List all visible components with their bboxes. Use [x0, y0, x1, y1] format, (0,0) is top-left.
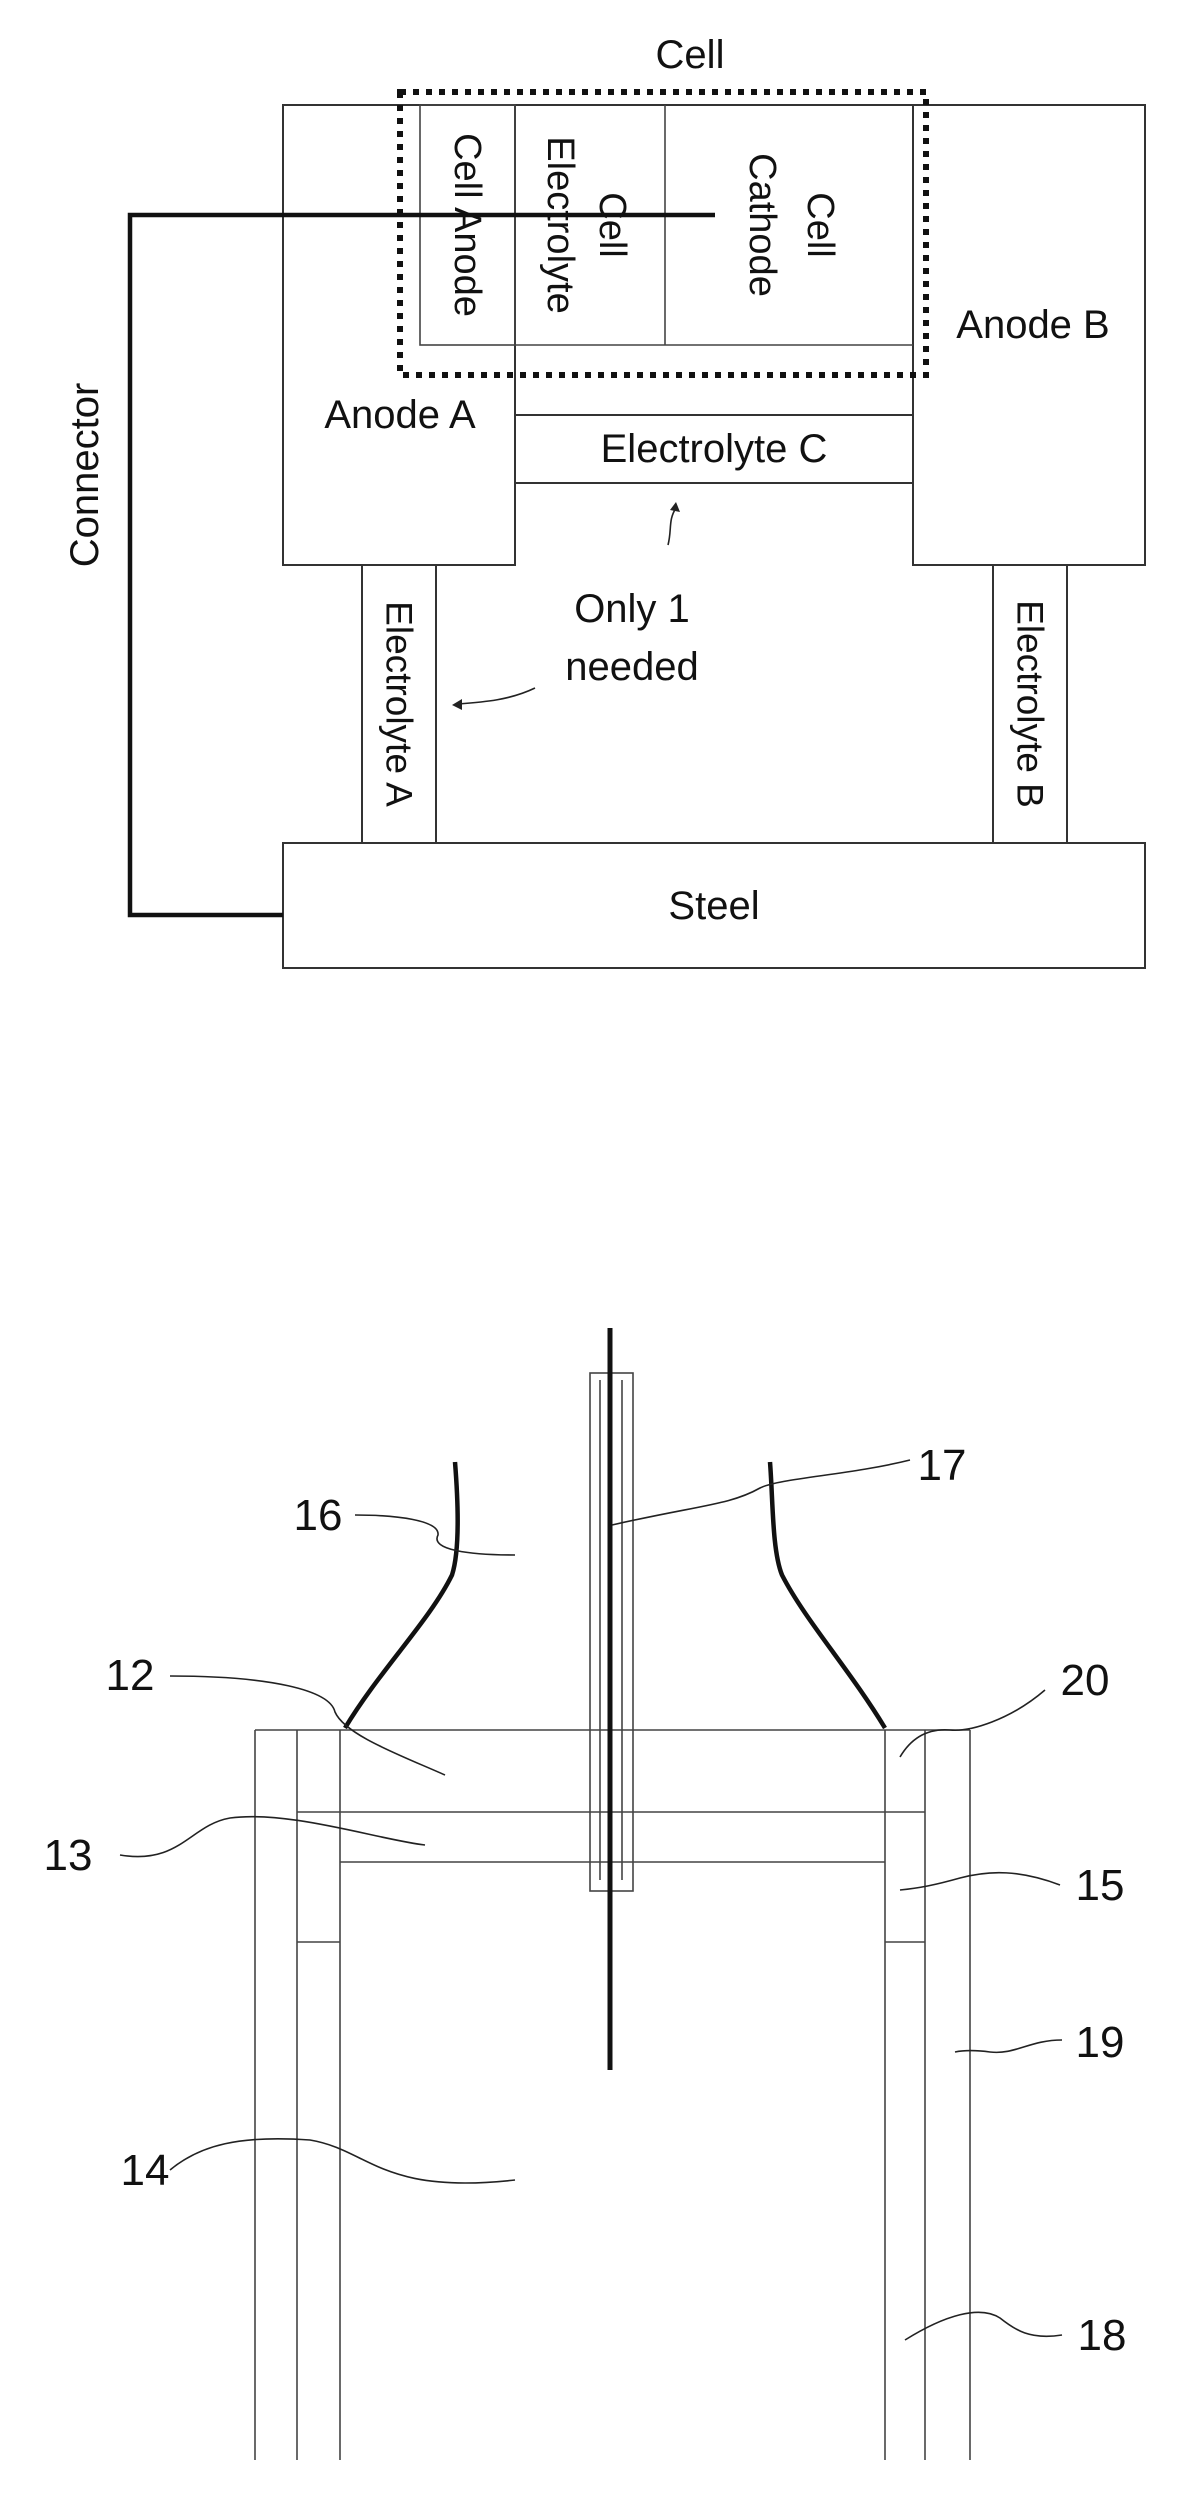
steel-label: Steel — [668, 884, 759, 928]
ref-13: 13 — [44, 1831, 93, 1880]
arrow-to-electrolyte-a — [457, 687, 536, 705]
ref-19: 19 — [1076, 2018, 1125, 2067]
left-flare — [343, 1461, 460, 1730]
cell-cathode-label-2: Cathode — [741, 153, 783, 297]
connector-label: Connector — [63, 383, 107, 568]
leader-13 — [119, 1815, 426, 1858]
cell-anode-label: Cell Anode — [446, 133, 488, 317]
right-flare — [767, 1461, 887, 1730]
ref-20: 20 — [1061, 1656, 1110, 1705]
cell-electrolyte-label-1: Cell — [591, 192, 633, 257]
leader-12 — [169, 1675, 446, 1776]
needed-label: needed — [565, 645, 698, 689]
leader-18 — [904, 2311, 1063, 2341]
anode-b-label: Anode B — [956, 303, 1109, 347]
cell-cathode-label-1: Cell — [799, 192, 841, 257]
ref-15: 15 — [1076, 1861, 1125, 1910]
arrowhead-a — [452, 699, 462, 710]
leader-15 — [899, 1871, 1061, 1891]
leader-14 — [169, 2137, 516, 2184]
cell-anode-box — [419, 104, 516, 346]
electrolyte-b-label: Electrolyte B — [1010, 600, 1051, 808]
ref-12: 12 — [106, 1651, 155, 1700]
cell-electrolyte-label-2: Electrolyte — [539, 136, 581, 313]
ref-17: 17 — [918, 1441, 967, 1490]
electrolyte-c-label: Electrolyte C — [601, 427, 828, 471]
bottom-figure: 16 17 12 20 13 15 19 14 18 — [44, 1328, 1127, 2460]
connector-wire — [127, 212, 715, 918]
arrow-to-electrolyte-c — [667, 507, 677, 546]
ref-14: 14 — [121, 2146, 170, 2195]
steel-block — [282, 842, 1146, 969]
cell-dotted-boundary — [397, 89, 929, 378]
leader-17 — [611, 1459, 911, 1526]
cell-label: Cell — [656, 33, 725, 77]
top-figure: Cell Cell Anode Cell Electrolyte Cell Ca… — [63, 33, 1146, 969]
only-1-label: Only 1 — [574, 587, 690, 631]
arrowhead-c — [670, 502, 680, 512]
ref-16: 16 — [294, 1491, 343, 1540]
ref-18: 18 — [1078, 2311, 1127, 2360]
leader-16 — [354, 1514, 516, 1556]
leader-19 — [954, 2039, 1063, 2054]
electrolyte-c-box — [514, 414, 914, 484]
leader-20 — [899, 1689, 1046, 1758]
electrolyte-a-label: Electrolyte A — [379, 601, 420, 807]
anode-a-label: Anode A — [324, 393, 476, 437]
